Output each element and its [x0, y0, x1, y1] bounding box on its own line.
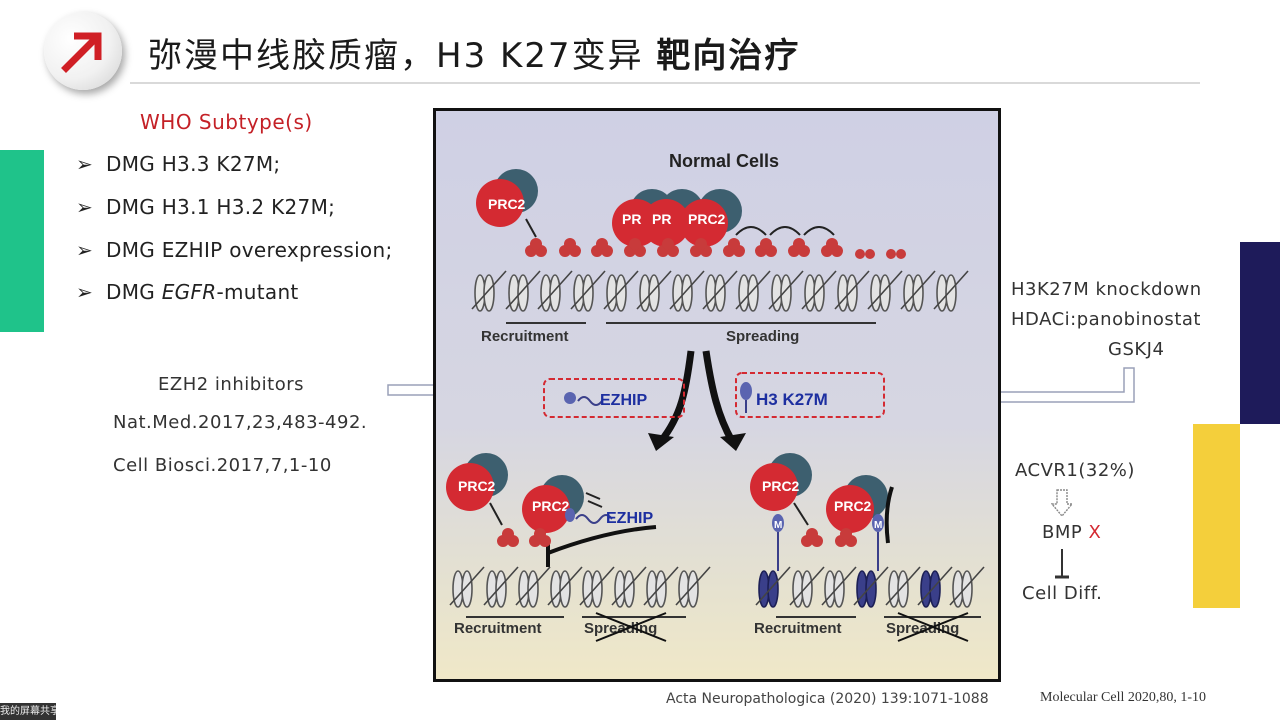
bullet-arrow-icon: ➢ — [76, 280, 94, 304]
header-divider — [130, 82, 1200, 84]
bullet-item: ➢DMG EZHIP overexpression; — [76, 238, 393, 262]
ezh2-inhibitors-label: EZH2 inhibitors — [158, 374, 305, 395]
prc2-label: PRC2 — [688, 211, 726, 227]
molcell-reference: Molecular Cell 2020,80, 1-10 — [1040, 690, 1207, 705]
prc2-partial-label: PR — [622, 211, 641, 227]
reference-cellbiosci: Cell Biosci.2017,7,1-10 — [113, 455, 332, 476]
bullet-item: ➢DMG EGFR-mutant — [76, 280, 299, 304]
normal-cells-title: Normal Cells — [669, 151, 779, 171]
hollow-arrow-down-icon — [1051, 489, 1073, 518]
prc2-label: PRC2 — [834, 498, 872, 514]
prc2-label: PRC2 — [458, 478, 496, 494]
bullet-item: ➢DMG H3.3 K27M; — [76, 152, 281, 176]
logo-circle — [44, 12, 122, 90]
bullet-arrow-icon: ➢ — [76, 238, 94, 262]
mechanism-figure: Normal Cells PRC2 PR PR PRC2 — [433, 108, 1001, 682]
prc2-partial-label: PR — [652, 211, 671, 227]
mechanism-diagram: Normal Cells PRC2 PR PR PRC2 — [446, 151, 985, 642]
acta-reference: Acta Neuropathologica (2020) 139:1071-10… — [666, 691, 989, 707]
arrow-up-right-icon — [61, 32, 102, 73]
prc2-label: PRC2 — [488, 196, 526, 212]
cell-diff-text: Cell Diff. — [1022, 583, 1103, 604]
screen-share-watermark: 我的屏幕共享 — [0, 703, 56, 720]
ezhip-box-label: EZHIP — [600, 392, 647, 409]
ezhip-label: EZHIP — [606, 510, 653, 527]
h3k27m-knockdown-text: H3K27M knockdown — [1011, 279, 1202, 300]
spreading-label: Spreading — [726, 328, 799, 345]
gskj4-text: GSKJ4 — [1108, 339, 1165, 360]
bullet-arrow-icon: ➢ — [76, 152, 94, 176]
accent-bar-yellow — [1193, 424, 1240, 608]
bullet-item: ➢DMG H3.1 H3.2 K27M; — [76, 195, 336, 219]
reference-natmed: Nat.Med.2017,23,483-492. — [113, 412, 368, 433]
prc2-label: PRC2 — [762, 478, 800, 494]
accent-bar-green — [0, 150, 44, 332]
accent-bar-navy — [1240, 242, 1280, 424]
inhibition-bar-icon — [1055, 549, 1069, 579]
bmp-text: BMP X — [1042, 522, 1102, 543]
hdaci-text: HDACi:panobinostat — [1011, 309, 1201, 330]
page-title: 弥漫中线胶质瘤，H3 K27变异 靶向治疗 — [148, 36, 801, 76]
h3k27m-box-label: H3 K27M — [756, 390, 828, 409]
bullet-arrow-icon: ➢ — [76, 195, 94, 219]
recruitment-label: Recruitment — [454, 620, 542, 637]
methyl-m-label: M — [774, 520, 782, 531]
recruitment-label: Recruitment — [481, 328, 569, 345]
prc2-label: PRC2 — [532, 498, 570, 514]
acvr1-text: ACVR1(32%) — [1015, 460, 1135, 481]
x-mark: X — [1088, 522, 1102, 543]
who-subtypes-label: WHO Subtype(s) — [140, 110, 313, 134]
recruitment-label: Recruitment — [754, 620, 842, 637]
methyl-m-label: M — [874, 520, 882, 531]
